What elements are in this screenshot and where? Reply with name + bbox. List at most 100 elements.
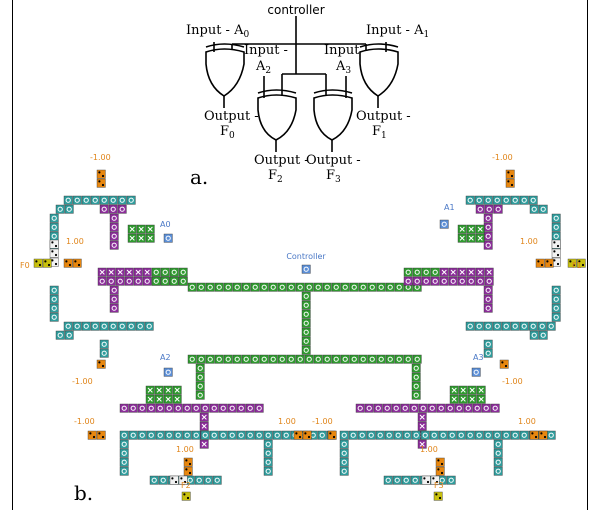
circuit-tile — [467, 385, 477, 395]
circuit-tile — [81, 321, 91, 331]
circuit-tile — [109, 303, 119, 313]
circuit-tile — [403, 267, 413, 277]
controller-tile-label: Controller — [286, 252, 326, 261]
circuit-tile — [199, 439, 209, 449]
circuit-tile — [322, 354, 332, 364]
circuit-tile — [209, 430, 219, 440]
circuit-tile — [339, 457, 349, 467]
circuit-tile — [108, 204, 118, 214]
output-f1-sym: F1 — [372, 124, 387, 141]
circuit-tile — [421, 276, 431, 286]
weight-tile — [63, 258, 73, 268]
output-f0-sym: F0 — [220, 124, 235, 141]
circuit-tile — [119, 403, 129, 413]
circuit-tile — [551, 248, 561, 258]
circuit-tile — [385, 354, 395, 364]
circuit-tile — [187, 282, 197, 292]
circuit-tile — [348, 430, 358, 440]
circuit-tile — [448, 276, 458, 286]
circuit-tile — [64, 330, 74, 340]
circuit-tile — [484, 267, 494, 277]
circuit-tile — [458, 394, 468, 404]
circuit-tile — [438, 430, 448, 440]
circuit-tile — [173, 403, 183, 413]
input-a2-label: Input - — [244, 43, 288, 58]
circuit-tile — [430, 276, 440, 286]
circuit-tile — [412, 267, 422, 277]
circuit-tile — [384, 430, 394, 440]
circuit-tile — [191, 403, 201, 413]
circuit-tile — [439, 267, 449, 277]
circuit-tile — [427, 403, 437, 413]
circuit-tile — [412, 354, 422, 364]
circuit-tile — [465, 430, 475, 440]
circuit-tile — [410, 475, 420, 485]
circuit-tile — [49, 303, 59, 313]
circuit-tile — [483, 348, 493, 358]
circuit-tile — [420, 430, 430, 440]
circuit-tile — [259, 354, 269, 364]
circuit-tile — [339, 430, 349, 440]
circuit-tile — [418, 403, 428, 413]
circuit-tile — [529, 330, 539, 340]
circuit-tile — [465, 321, 475, 331]
circuit-tile — [412, 276, 422, 286]
circuit-tile — [528, 321, 538, 331]
circuit-tile — [367, 282, 377, 292]
circuit-tile — [400, 403, 410, 413]
circuit-tile — [394, 282, 404, 292]
circuit-tile — [301, 309, 311, 319]
circuit-tile — [212, 475, 222, 485]
circuit-tile — [136, 224, 146, 234]
panel-b-label: b. — [74, 481, 93, 505]
circuit-tile — [127, 224, 137, 234]
xor-gate-f0 — [205, 43, 245, 97]
circuit-tile — [205, 354, 215, 364]
circuit-tile — [64, 204, 74, 214]
circuit-tile — [510, 195, 520, 205]
circuit-tile — [510, 430, 520, 440]
weight-tile — [435, 457, 445, 467]
circuit-tile — [136, 233, 146, 243]
circuit-tile — [339, 439, 349, 449]
input-a2-sym: A2 — [255, 59, 271, 76]
circuit-tile — [493, 466, 503, 476]
circuit-tile — [483, 430, 493, 440]
circuit-tile — [49, 285, 59, 295]
circuit-tile — [367, 354, 377, 364]
circuit-tile — [154, 385, 164, 395]
input-tile-label-a3: A3 — [473, 353, 484, 362]
input-tile-a3 — [471, 367, 481, 377]
circuit-tile — [301, 336, 311, 346]
weight-tile — [544, 258, 554, 268]
weight-tile — [505, 169, 515, 179]
weight-tile — [505, 178, 515, 188]
circuit-tile — [331, 282, 341, 292]
circuit-tile — [401, 475, 411, 485]
circuit-tile — [474, 430, 484, 440]
circuit-tile — [375, 430, 385, 440]
circuit-tile — [195, 372, 205, 382]
circuit-tile — [145, 233, 155, 243]
circuit-tile — [115, 267, 125, 277]
circuit-tile — [475, 276, 485, 286]
circuit-tile — [483, 339, 493, 349]
circuit-tile — [199, 421, 209, 431]
output-tile-f0 — [42, 258, 52, 268]
circuit-tile — [160, 267, 170, 277]
circuit-tile — [90, 195, 100, 205]
circuit-tile — [144, 321, 154, 331]
circuit-tile — [493, 204, 503, 214]
output-tile-f3 — [433, 491, 443, 501]
circuit-tile — [551, 312, 561, 322]
circuit-tile — [158, 475, 168, 485]
circuit-tile — [155, 403, 165, 413]
circuit-tile — [448, 267, 458, 277]
circuit-tile — [263, 466, 273, 476]
input-tile-label-a0: A0 — [160, 220, 171, 229]
circuit-tile — [519, 430, 529, 440]
circuit-tile — [108, 321, 118, 331]
circuit-tile — [146, 430, 156, 440]
output-tile-label-f1: F1 — [572, 261, 582, 270]
